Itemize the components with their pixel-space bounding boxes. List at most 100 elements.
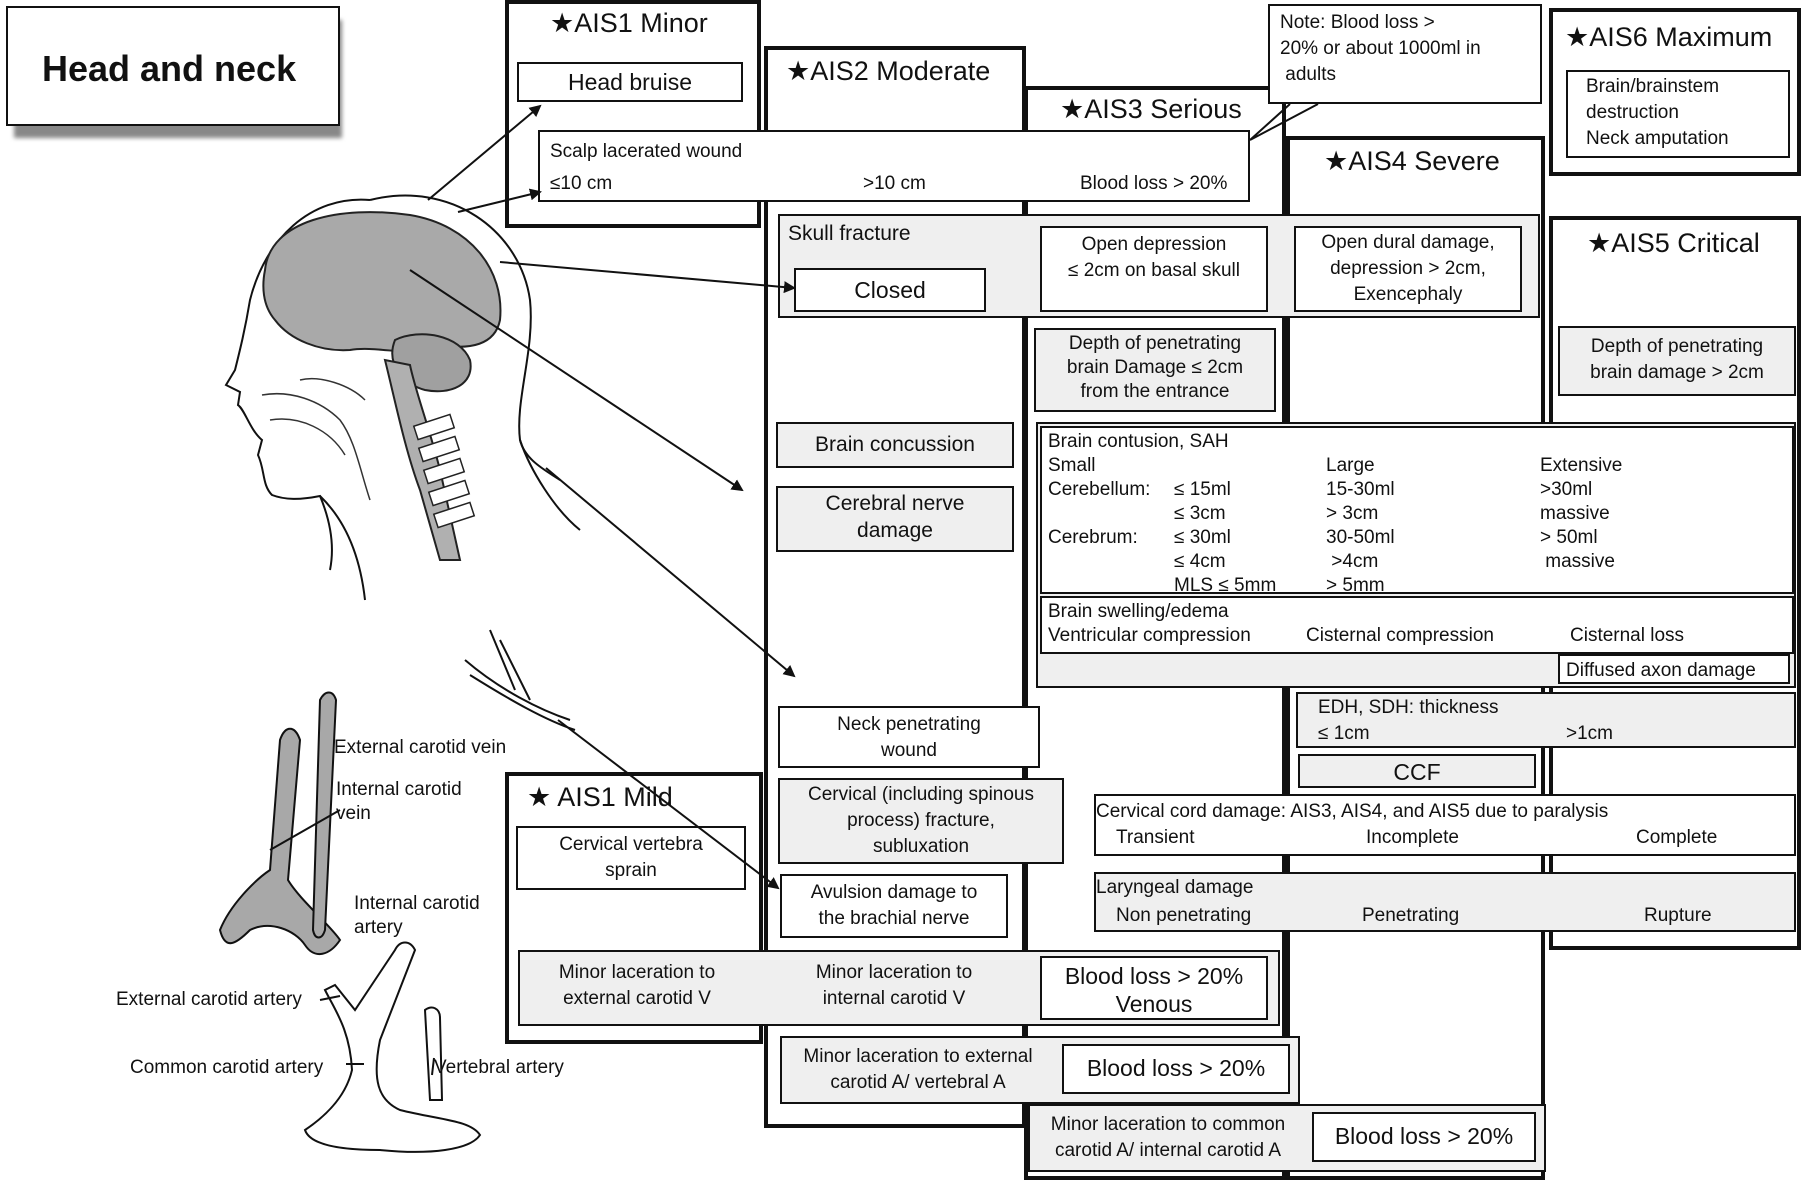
open-dural-line-3: Exencephaly xyxy=(1353,284,1463,305)
scalp-small: ≤10 cm xyxy=(550,173,613,194)
brain-concussion-label: Brain concussion xyxy=(815,433,975,456)
contusion-header-large: Large xyxy=(1326,455,1375,476)
scalp-bloodloss: Blood loss > 20% xyxy=(1080,173,1228,194)
brain-contusion-box: Brain contusion, SAH Small Large Extensi… xyxy=(1040,426,1794,596)
neck-penetrating-box: Neck penetrating wound xyxy=(778,706,1040,768)
venous-bloodloss-box: Blood loss > 20% Venous xyxy=(1040,956,1268,1020)
cervical-fx-line-2: process) fracture, xyxy=(847,810,995,831)
sprain-line-1: Cervical vertebra xyxy=(559,834,703,855)
vertebral-artery-shape xyxy=(423,1006,444,1101)
minor-common-line-1: Minor laceration to common xyxy=(1050,1114,1286,1135)
edh-large: >1cm xyxy=(1566,723,1613,744)
venous-line-2: Venous xyxy=(1115,991,1193,1017)
edh-sdh-box: EDH, SDH: thickness ≤ 1cm >1cm xyxy=(1296,692,1796,748)
venous-line-1: Blood loss > 20% xyxy=(1064,963,1244,989)
contusion-row-0-small: ≤ 15ml xyxy=(1174,479,1231,500)
cerebral-nerve-box: Cerebral nerve damage xyxy=(776,486,1014,552)
contusion-row-0-large: 15-30ml xyxy=(1326,479,1395,500)
cord-complete: Complete xyxy=(1636,827,1718,848)
contusion-title: Brain contusion, SAH xyxy=(1048,431,1229,452)
contusion-row-4-large: > 5mm xyxy=(1326,575,1385,596)
contusion-row-1-small: ≤ 3cm xyxy=(1174,503,1226,524)
label-common-artery: Common carotid artery xyxy=(130,1057,324,1078)
cerebral-nerve-line-1: Cerebral nerve xyxy=(825,492,965,515)
avulsion-box: Avulsion damage to the brachial nerve xyxy=(780,874,1008,938)
open-dural-line-2: depression > 2cm, xyxy=(1330,258,1486,279)
note-line-2: 20% or about 1000ml in xyxy=(1280,38,1481,59)
minor-ext-v-line-1: Minor laceration to xyxy=(558,962,716,983)
label-int-artery-1: Internal carotid xyxy=(354,893,480,914)
brain xyxy=(262,211,502,353)
cervical-fx-line-3: subluxation xyxy=(872,836,970,857)
scalp-large: >10 cm xyxy=(863,173,926,194)
neck-pen-line-1: Neck penetrating xyxy=(837,714,981,735)
diffused-axon-label: Diffused axon damage xyxy=(1566,660,1756,681)
neck-pen-line-2: wound xyxy=(881,740,937,761)
label-int-artery-2: artery xyxy=(354,917,403,938)
laryngeal-non-penetrating: Non penetrating xyxy=(1116,905,1252,926)
pen5-line-2: brain damage > 2cm xyxy=(1590,362,1764,383)
title-box: Head and neck xyxy=(6,6,340,126)
cervical-cord-box: Cervical cord damage: AIS3, AIS4, and AI… xyxy=(1094,794,1796,856)
contusion-row-0-label: Cerebellum: xyxy=(1048,479,1151,500)
cord-transient: Transient xyxy=(1116,827,1195,848)
contusion-row-1-ext: massive xyxy=(1540,503,1610,524)
avulsion-line-2: the brachial nerve xyxy=(818,908,970,929)
column-header-ais5: ★AIS5 Critical xyxy=(1587,228,1760,258)
pen5-line-1: Depth of penetrating xyxy=(1590,336,1764,357)
column-header-ais6: ★AIS6 Maximum xyxy=(1565,22,1773,52)
swelling-cisternal-compression: Cisternal compression xyxy=(1306,625,1494,646)
contusion-row-2-label: Cerebrum: xyxy=(1048,527,1138,548)
open-depression-box: Open depression ≤ 2cm on basal skull xyxy=(1040,226,1268,312)
contusion-row-2-ext: > 50ml xyxy=(1540,527,1598,548)
head-bruise-box: Head bruise xyxy=(517,62,743,102)
minor-int-v: Minor laceration to internal carotid V xyxy=(774,960,1014,1012)
bloodloss-2-label: Blood loss > 20% xyxy=(1334,1123,1514,1149)
open-dural-box: Open dural damage, depression > 2cm, Exe… xyxy=(1294,226,1522,312)
laryngeal-title: Laryngeal damage xyxy=(1096,877,1254,898)
minor-ext-v: Minor laceration to external carotid V xyxy=(520,960,754,1012)
minor-int-v-line-1: Minor laceration to xyxy=(815,962,973,983)
cord-title: Cervical cord damage: AIS3, AIS4, and AI… xyxy=(1096,801,1609,822)
minor-ext-a-line-1: Minor laceration to external xyxy=(803,1046,1033,1067)
pen3-line-3: from the entrance xyxy=(1080,381,1230,402)
brain-concussion-box: Brain concussion xyxy=(776,422,1014,468)
swelling-ventricular: Ventricular compression xyxy=(1048,625,1251,646)
swelling-title: Brain swelling/edema xyxy=(1048,601,1229,622)
contusion-row-3-ext: massive xyxy=(1540,551,1615,572)
cord-incomplete: Incomplete xyxy=(1366,827,1459,848)
penetrating-ais5-box: Depth of penetrating brain damage > 2cm xyxy=(1558,326,1796,396)
page-title: Head and neck xyxy=(42,48,297,89)
label-ext-vein: External carotid vein xyxy=(334,737,507,758)
skull-closed-box: Closed xyxy=(794,268,986,312)
pen3-line-2: brain Damage ≤ 2cm xyxy=(1066,357,1244,378)
bloodloss-box-1: Blood loss > 20% xyxy=(1062,1044,1290,1094)
head-bruise-label: Head bruise xyxy=(567,69,693,95)
contusion-header-extensive: Extensive xyxy=(1540,455,1623,476)
ais6-item-3: Neck amputation xyxy=(1586,128,1729,149)
neck-front xyxy=(319,495,366,601)
edh-small: ≤ 1cm xyxy=(1318,723,1370,744)
contusion-row-2-small: ≤ 30ml xyxy=(1174,527,1231,548)
scalp-wound-box: Scalp lacerated wound ≤10 cm >10 cm Bloo… xyxy=(538,130,1250,202)
cervical-sprain-box: Cervical vertebra sprain xyxy=(516,826,746,890)
swelling-cisternal-loss: Cisternal loss xyxy=(1570,625,1685,646)
note-line-3: adults xyxy=(1280,64,1336,85)
open-dural-line-1: Open dural damage, xyxy=(1321,232,1495,253)
minor-ext-a: Minor laceration to external carotid A/ … xyxy=(782,1044,1054,1096)
contusion-header-small: Small xyxy=(1048,455,1096,476)
label-ext-artery: External carotid artery xyxy=(116,989,302,1010)
sprain-line-2: sprain xyxy=(605,860,657,881)
edh-title: EDH, SDH: thickness xyxy=(1318,697,1499,718)
contusion-row-0-ext: >30ml xyxy=(1540,479,1593,500)
minor-ext-a-line-2: carotid A/ vertebral A xyxy=(830,1072,1006,1093)
laryngeal-box: Laryngeal damage Non penetrating Penetra… xyxy=(1094,872,1796,932)
contusion-row-4-small: MLS ≤ 5mm xyxy=(1174,575,1277,596)
cerebral-nerve-line-2: damage xyxy=(857,519,933,542)
label-int-vein-1: Internal carotid xyxy=(336,779,462,800)
cervical-fx-line-1: Cervical (including spinous xyxy=(808,784,1034,805)
ccf-label: CCF xyxy=(1393,759,1441,785)
contusion-row-1-large: > 3cm xyxy=(1326,503,1379,524)
skull-closed-label: Closed xyxy=(854,277,926,303)
bloodloss-1-label: Blood loss > 20% xyxy=(1086,1055,1266,1081)
